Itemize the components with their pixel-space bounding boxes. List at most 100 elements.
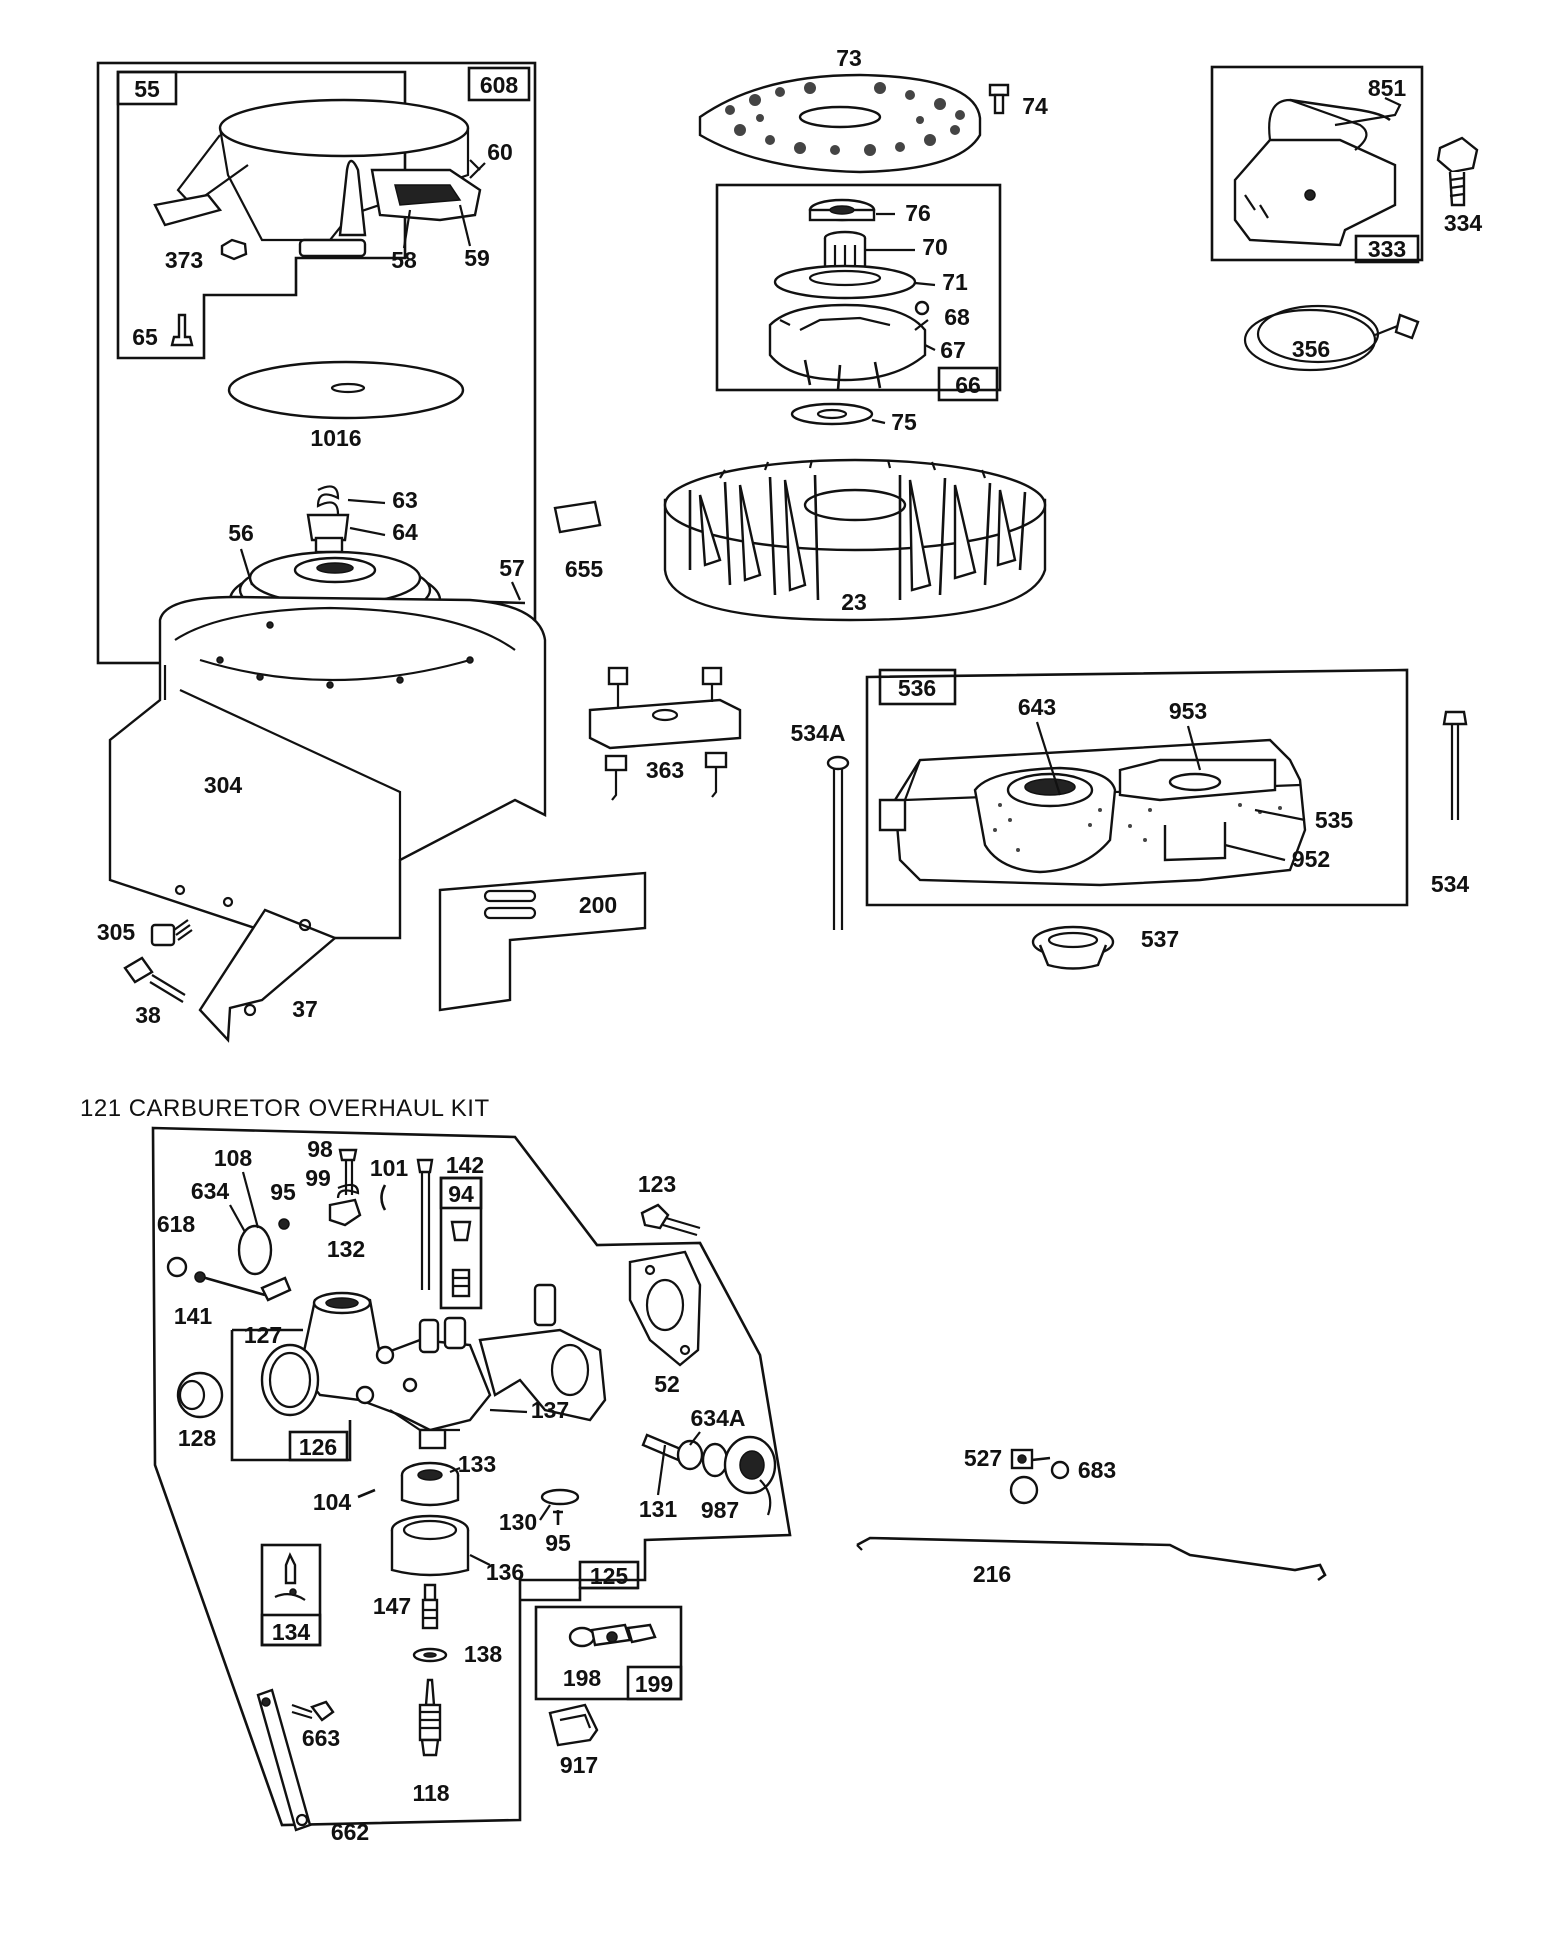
needle-142-part [416, 1158, 434, 1290]
box-333-ignition-group: 333 851 [1210, 65, 1424, 264]
needle-134-part [274, 1552, 306, 1601]
label-147: 147 [373, 1593, 411, 1619]
box-608-label: 608 [480, 72, 519, 98]
label-141: 141 [174, 1303, 213, 1329]
label-634A: 634A [691, 1405, 746, 1431]
label-71: 71 [942, 269, 968, 295]
shaft-131-part [641, 1433, 729, 1478]
starter-housing-part [153, 98, 482, 258]
carburetor-body-part [260, 1283, 607, 1450]
box-199-label: 199 [635, 1671, 673, 1697]
label-38: 38 [135, 1002, 161, 1028]
label-52: 52 [654, 1371, 680, 1397]
lever-132-part [328, 1198, 362, 1227]
box-94-tag [439, 1176, 483, 1210]
pin-104-part [357, 1488, 376, 1499]
label-198: 198 [563, 1665, 602, 1691]
flywheel-23-part [663, 458, 1047, 622]
wire-356-part [1243, 304, 1420, 372]
box-608-tag [467, 66, 531, 102]
box-94-label: 94 [448, 1181, 474, 1207]
box-125-label: 125 [590, 1563, 629, 1589]
nut-373-part [220, 238, 248, 261]
clamp-527-part [1009, 1448, 1039, 1505]
screw-683-part [1031, 1456, 1070, 1480]
screw-65-part [170, 313, 194, 347]
box-126-tag [288, 1430, 349, 1462]
box-134-label: 134 [272, 1619, 311, 1645]
label-363: 363 [646, 757, 684, 783]
nozzle-118-part [418, 1678, 442, 1757]
bolt-123-part [640, 1203, 701, 1237]
clip-917-part [548, 1703, 599, 1747]
box-199-tag [626, 1665, 683, 1701]
washer-71-part [773, 264, 917, 300]
plate-130-part [540, 1488, 580, 1506]
label-683: 683 [1078, 1457, 1116, 1483]
label-534A: 534A [791, 720, 846, 746]
label-37: 37 [292, 996, 318, 1022]
label-952: 952 [1292, 846, 1330, 872]
box-66-label: 66 [955, 372, 981, 398]
screw-534A-part [826, 755, 850, 930]
bracket-662-part [256, 1688, 312, 1832]
rotating-screen-73-part [698, 73, 982, 174]
label-137: 137 [531, 1397, 569, 1423]
disk-1016-part [227, 360, 465, 420]
label-63: 63 [392, 487, 418, 513]
label-68: 68 [944, 304, 970, 330]
label-132: 132 [327, 1236, 365, 1262]
box-536-frame [865, 668, 1409, 907]
box-333-tag [1354, 234, 1420, 264]
label-75: 75 [891, 409, 917, 435]
label-643: 643 [1018, 694, 1056, 720]
screw-74-part [988, 83, 1010, 115]
box-55-label: 55 [134, 76, 160, 102]
label-99: 99 [305, 1165, 331, 1191]
box-536-tag [878, 668, 957, 706]
air-cleaner-body-part [878, 738, 1307, 887]
box-126-label: 126 [299, 1434, 337, 1460]
label-534: 534 [1431, 871, 1470, 897]
label-131: 131 [639, 1496, 678, 1522]
label-655: 655 [565, 556, 604, 582]
label-76: 76 [905, 200, 931, 226]
label-304: 304 [204, 772, 243, 798]
screw-38-part [123, 956, 186, 1003]
label-101: 101 [370, 1155, 409, 1181]
label-662: 662 [331, 1819, 369, 1845]
carburetor-kit-outline [151, 1126, 792, 1827]
label-58: 58 [391, 247, 417, 273]
bushing-128-part [176, 1371, 224, 1419]
label-1016: 1016 [310, 425, 361, 451]
screw-95-part [278, 1218, 290, 1230]
label-216: 216 [973, 1561, 1011, 1587]
ball-68-part [914, 300, 930, 316]
screw-95b-part [553, 1510, 563, 1525]
box-536-air-cleaner-group: 536 643 953 535 952 [865, 668, 1409, 907]
float-133-part [400, 1461, 460, 1507]
clip-101-part [380, 1184, 387, 1211]
label-98: 98 [307, 1136, 333, 1162]
label-60: 60 [487, 139, 513, 165]
fitting-198-part [568, 1623, 657, 1648]
box-66-starter-clutch-group: 66 76 70 71 68 67 [715, 183, 1002, 402]
needle-147-part [421, 1583, 439, 1630]
armature-part [1233, 97, 1402, 247]
baffle-37-part [198, 908, 338, 1043]
bowl-nut-987-part [723, 1435, 777, 1516]
gasket-537-part [1031, 925, 1115, 970]
box-66-frame [715, 183, 1002, 392]
label-56: 56 [228, 520, 254, 546]
label-118: 118 [412, 1780, 449, 1806]
label-65: 65 [132, 324, 158, 350]
label-57: 57 [499, 555, 525, 581]
box-66-tag [937, 366, 999, 402]
carburetor-kit-caption: 121 CARBURETOR OVERHAUL KIT [80, 1095, 490, 1122]
screw-98-part [338, 1148, 358, 1162]
label-527: 527 [964, 1445, 1002, 1471]
label-142: 142 [446, 1152, 484, 1178]
label-373: 373 [165, 247, 203, 273]
spring-99-part [336, 1183, 360, 1199]
